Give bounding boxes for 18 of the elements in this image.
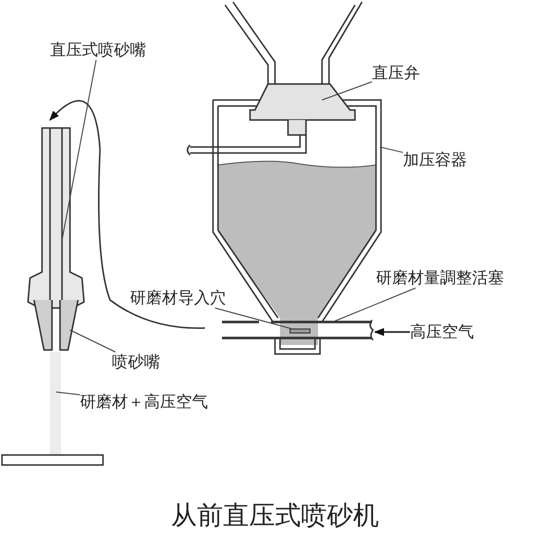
leader-line <box>322 81 372 100</box>
part-label: 喷砂嘴 <box>112 352 160 372</box>
part-label: 研磨材导入穴 <box>130 288 226 308</box>
part-label: 研磨材＋高压空气 <box>80 392 208 412</box>
leader-line <box>380 146 404 153</box>
part-label: 加压容器 <box>403 150 467 170</box>
inlet-hole <box>290 328 310 334</box>
leader-line <box>334 288 416 322</box>
leader-line <box>62 60 97 240</box>
arrow <box>374 328 410 336</box>
part-label: 研磨材量調整活塞 <box>376 268 504 288</box>
part-label: 直压式喷砂嘴 <box>50 40 146 60</box>
leader-line <box>214 308 294 330</box>
part-label: 高压空气 <box>410 322 474 342</box>
leader-line <box>70 330 116 352</box>
leader-line <box>56 392 80 396</box>
caption: 从前直压式喷砂机 <box>171 500 379 533</box>
part-label: 直压弁 <box>372 63 420 83</box>
